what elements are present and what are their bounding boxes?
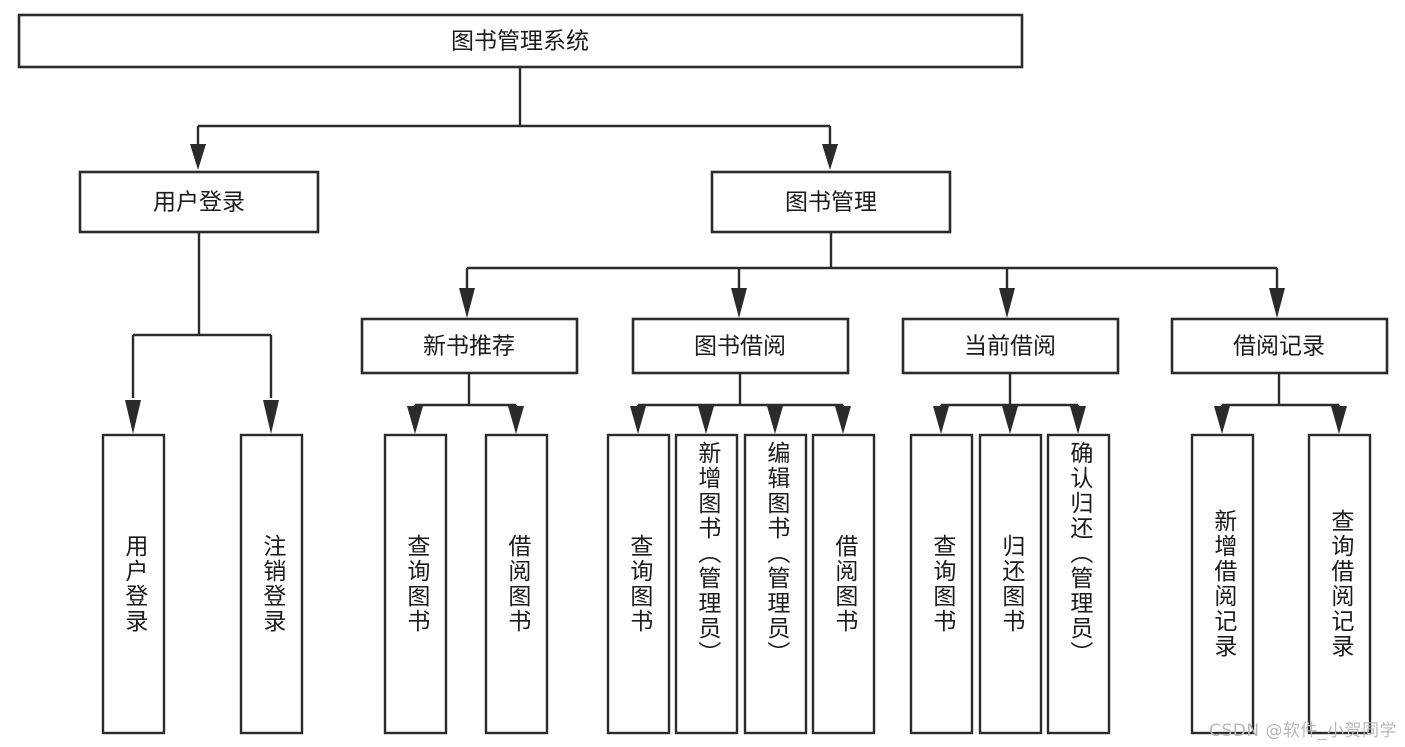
arrow-head-icon: [767, 406, 783, 434]
arrow-head-icon: [1331, 406, 1347, 434]
node-current-borrow-label: 当前借阅: [964, 334, 1056, 360]
node-root[interactable]: 图书管理系统: [17, 13, 1024, 69]
connector-user-login-to-leaves: [125, 232, 279, 434]
leaf-box-current-borrow-0[interactable]: [909, 433, 974, 735]
node-book-management-label: 图书管理: [785, 190, 877, 216]
node-current-borrow[interactable]: 当前借阅: [901, 317, 1120, 375]
node-book-management[interactable]: 图书管理: [710, 170, 952, 234]
connector-root-to-level2: [190, 67, 838, 170]
node-user-login-rect: [78, 170, 320, 234]
connector-book-management-to-level3: [459, 232, 1285, 318]
arrow-head-icon: [1002, 406, 1018, 434]
node-root-label: 图书管理系统: [451, 29, 589, 55]
leaf-box-new-book-recommend-1[interactable]: [484, 433, 549, 735]
leaf-box-book-borrow-2[interactable]: [743, 433, 808, 735]
node-borrow-record-label: 借阅记录: [1233, 334, 1325, 360]
connector-current-borrow-to-leaves: [933, 373, 1086, 434]
node-book-borrow[interactable]: 图书借阅: [631, 317, 850, 375]
arrow-head-icon: [835, 406, 851, 434]
arrow-head-icon: [263, 400, 279, 434]
connector-book-borrow-to-leaves: [630, 373, 851, 434]
leaf-box-new-book-recommend-0[interactable]: [383, 433, 448, 735]
node-book-borrow-label: 图书借阅: [694, 334, 786, 360]
leaf-box-user-login-1[interactable]: [239, 433, 304, 735]
node-new-book-recommend[interactable]: 新书推荐: [360, 317, 579, 375]
leaf-box-current-borrow-2[interactable]: [1046, 433, 1111, 735]
arrow-head-icon: [407, 406, 423, 434]
arrow-head-icon: [1070, 406, 1086, 434]
node-borrow-record[interactable]: 借阅记录: [1170, 317, 1389, 375]
arrow-head-icon: [822, 144, 838, 170]
arrow-head-icon: [459, 288, 475, 318]
arrow-head-icon: [999, 288, 1015, 318]
leaf-box-book-borrow-3[interactable]: [811, 433, 876, 735]
arrow-head-icon: [508, 406, 524, 434]
node-user-login[interactable]: 用户登录: [78, 170, 320, 234]
connector-borrow-record-to-leaves: [1214, 373, 1347, 434]
csdn-watermark: CSDN @软件_小贺同学: [1209, 721, 1397, 741]
leaf-box-user-login-0[interactable]: [101, 433, 166, 735]
node-new-book-recommend-label: 新书推荐: [423, 334, 515, 360]
leaf-box-book-borrow-1[interactable]: [674, 433, 739, 735]
node-current-borrow-rect: [901, 317, 1120, 375]
arrow-head-icon: [125, 400, 141, 434]
node-user-login-label: 用户登录: [153, 190, 245, 216]
arrow-head-icon: [698, 406, 714, 434]
arrow-head-icon: [190, 144, 206, 170]
arrow-head-icon: [933, 406, 949, 434]
leaf-box-borrow-record-1[interactable]: [1307, 433, 1372, 735]
arrow-head-icon: [630, 406, 646, 434]
arrow-head-icon: [1214, 406, 1230, 434]
leaf-box-borrow-record-0[interactable]: [1190, 433, 1255, 735]
connector-new-book-recommend-to-leaves: [407, 373, 524, 434]
leaf-box-current-borrow-1[interactable]: [978, 433, 1043, 735]
node-root-rect: [17, 13, 1024, 69]
leaf-box-book-borrow-0[interactable]: [606, 433, 671, 735]
arrow-head-icon: [1269, 288, 1285, 318]
arrow-head-icon: [731, 288, 747, 318]
node-new-book-recommend-rect: [360, 317, 579, 375]
